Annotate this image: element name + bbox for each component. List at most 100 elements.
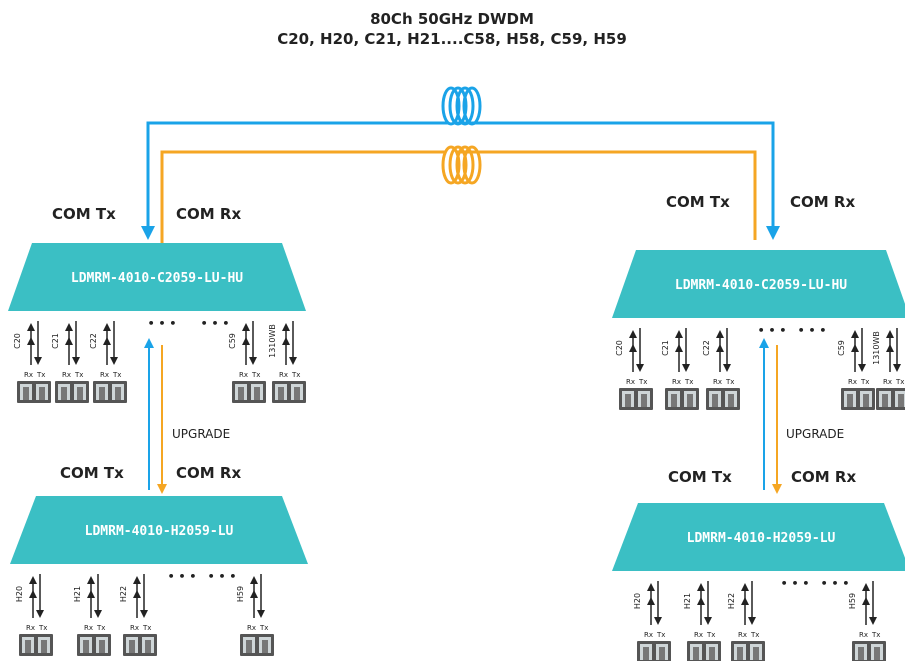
arrow-down-icon: [157, 484, 167, 494]
tx-label: Tx: [750, 631, 759, 639]
title-line-2: C20, H20, C21, H21....C58, H58, C59, H59: [277, 30, 627, 48]
arrow-down-icon: [748, 617, 756, 625]
fiber-spool-blue-icon: [441, 86, 482, 126]
arrow-up-icon: [886, 344, 894, 352]
rx-label: Rx: [738, 631, 747, 639]
arrow-up-icon: [716, 330, 724, 338]
arrow-up-icon: [103, 337, 111, 345]
rx-label: Rx: [26, 624, 35, 632]
arrow-up-icon: [27, 337, 35, 345]
arrow-down-icon: [858, 364, 866, 372]
arrow-up-icon: [862, 583, 870, 591]
channel-label: C22: [702, 340, 711, 356]
title-line-1: 80Ch 50GHz DWDM: [370, 10, 534, 28]
duplex-connector-icon: [876, 388, 905, 410]
arrow-up-icon: [697, 597, 705, 605]
arrow-up-icon: [133, 576, 141, 584]
tx-label: Tx: [725, 378, 734, 386]
channel-label: C59: [837, 340, 846, 356]
tx-label: Tx: [656, 631, 665, 639]
com-tx-label-left: COM Tx: [52, 205, 116, 223]
rx-label: Rx: [672, 378, 681, 386]
arrow-down-icon: [257, 610, 265, 618]
arrow-up-icon: [282, 323, 290, 331]
ellipsis: • • •: [148, 317, 177, 330]
duplex-connector-icon: [665, 388, 699, 410]
arrow-down-icon: [289, 357, 297, 365]
duplex-connector-icon: [687, 641, 721, 661]
duplex-connector-icon: [77, 634, 111, 656]
arrow-up-icon: [862, 597, 870, 605]
arrow-up-icon: [242, 323, 250, 331]
fiber-spool-orange-icon: [441, 145, 482, 185]
arrow-up-icon: [282, 337, 290, 345]
rx-label: Rx: [100, 371, 109, 379]
arrow-up-icon: [242, 337, 250, 345]
ellipsis: • • •: [201, 317, 230, 330]
upgrade-label-left: UPGRADE: [172, 427, 230, 441]
arrow-down-icon: [249, 357, 257, 365]
channel-label: H20: [633, 593, 642, 609]
channel-label: H22: [727, 593, 736, 609]
tx-label: Tx: [706, 631, 715, 639]
arrow-up-icon: [133, 590, 141, 598]
arrow-down-icon: [141, 226, 155, 240]
channel-label: 1310WB: [268, 324, 277, 358]
ellipsis: • • •: [758, 324, 787, 337]
arrow-up-icon: [886, 330, 894, 338]
module-model-label: LDMRM-4010-H2059-LU: [85, 524, 234, 539]
arrow-down-icon: [72, 357, 80, 365]
ellipsis: • • •: [168, 570, 197, 583]
channel-label: C21: [661, 340, 670, 356]
tx-label: Tx: [684, 378, 693, 386]
rx-label: Rx: [848, 378, 857, 386]
arrow-down-icon: [723, 364, 731, 372]
com-rx-label-mid-right: COM Rx: [791, 468, 856, 486]
rx-label: Rx: [713, 378, 722, 386]
tx-label: Tx: [36, 371, 45, 379]
channel-label: H59: [848, 593, 857, 609]
channel-label: C22: [89, 333, 98, 349]
arrow-up-icon: [103, 323, 111, 331]
ellipsis: • • •: [208, 570, 237, 583]
tx-label: Tx: [112, 371, 121, 379]
arrow-up-icon: [87, 590, 95, 598]
arrow-up-icon: [759, 338, 769, 348]
duplex-connector-icon: [706, 388, 740, 410]
arrow-up-icon: [29, 576, 37, 584]
arrow-up-icon: [716, 344, 724, 352]
arrow-up-icon: [675, 330, 683, 338]
arrow-down-icon: [140, 610, 148, 618]
arrow-down-icon: [766, 226, 780, 240]
arrow-down-icon: [654, 617, 662, 625]
mux-module-shape: [10, 496, 308, 564]
arrow-up-icon: [851, 344, 859, 352]
module-model-label: LDMRM-4010-C2059-LU-HU: [675, 278, 847, 293]
upgrade-link-left: [144, 338, 167, 494]
arrow-up-icon: [629, 330, 637, 338]
module-model-label: LDMRM-4010-H2059-LU: [687, 531, 836, 546]
ellipsis: • • •: [798, 324, 827, 337]
rx-label: Rx: [247, 624, 256, 632]
channel-label: C20: [615, 340, 624, 356]
duplex-connector-icon: [731, 641, 765, 661]
upgrade-label-right: UPGRADE: [786, 427, 844, 441]
arrow-up-icon: [647, 597, 655, 605]
arrow-up-icon: [29, 590, 37, 598]
duplex-connector-icon: [17, 381, 51, 403]
channel-label: C21: [51, 333, 60, 349]
tx-label: Tx: [638, 378, 647, 386]
com-tx-label-mid-left: COM Tx: [60, 464, 124, 482]
tx-label: Tx: [142, 624, 151, 632]
arrow-down-icon: [869, 617, 877, 625]
tx-label: Tx: [895, 378, 904, 386]
arrow-down-icon: [94, 610, 102, 618]
duplex-connector-icon: [123, 634, 157, 656]
rx-label: Rx: [62, 371, 71, 379]
channel-label: 1310WB: [872, 331, 881, 365]
mux-module-shape: [8, 243, 306, 311]
rx-label: Rx: [694, 631, 703, 639]
com-rx-label-right: COM Rx: [790, 193, 855, 211]
ellipsis: • • •: [781, 577, 810, 590]
